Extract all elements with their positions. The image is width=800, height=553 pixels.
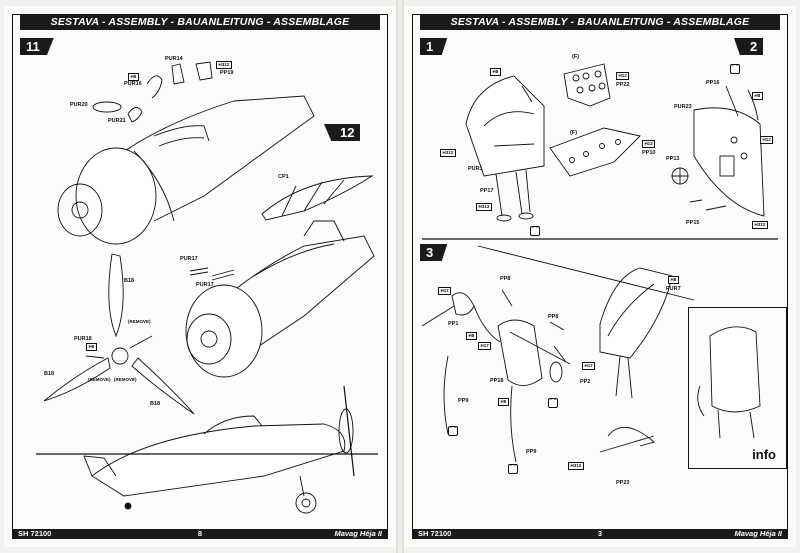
part-label: PUR20 (70, 102, 88, 108)
part-label: PP18 (490, 378, 504, 384)
model-name: Mavag Héja II (734, 529, 782, 538)
remove-note: (REMOVE) (128, 319, 151, 324)
glue-icon: ⌒ (548, 398, 558, 408)
part-code-box: H12 (642, 140, 656, 148)
page-footer: SH 72100 8 Mavag Héja II (12, 529, 388, 539)
part-code-box: H312 (216, 61, 232, 69)
part-code-box: H17 (478, 342, 492, 350)
glue-icon: ⌒ (448, 426, 458, 436)
step-number: 1 (420, 38, 448, 55)
step-number: 3 (420, 244, 448, 261)
part-code-box: H312 (752, 221, 768, 229)
part-label: PP19 (220, 70, 234, 76)
part-code-box: H12 (616, 72, 630, 80)
part-label: PP9 (526, 449, 537, 455)
part-label: PUR21 (108, 118, 126, 124)
glue-icon: ⌒ (508, 464, 518, 474)
page-header: SESTAVA - ASSEMBLY - BAUANLEITUNG - ASSE… (420, 14, 780, 30)
part-code-box: H313 (476, 203, 492, 211)
kit-code: SH 72100 (418, 529, 452, 538)
page-left: SESTAVA - ASSEMBLY - BAUANLEITUNG - ASSE… (4, 6, 396, 547)
part-code-box: H8 (668, 276, 679, 284)
part-label: PUR14 (165, 56, 183, 62)
glue-icon: ⌒ (530, 226, 540, 236)
assembly-drawing (421, 63, 778, 463)
info-label: info (752, 447, 776, 462)
page-number: 3 (597, 529, 603, 538)
part-label: B18 (44, 371, 55, 377)
page-number: 8 (197, 529, 203, 538)
part-label: PP10 (642, 150, 656, 156)
part-label: (F) (570, 130, 578, 136)
kit-code: SH 72100 (18, 529, 52, 538)
part-label: PP2 (580, 379, 591, 385)
part-label: PP22 (616, 82, 630, 88)
part-label: PUR17 (180, 256, 198, 262)
part-code-box: H8 (86, 343, 97, 351)
glue-icon: ⌒ (730, 64, 740, 74)
assembly-drawing (36, 61, 378, 514)
part-code-box: H17 (582, 362, 596, 370)
model-name: Mavag Héja II (334, 529, 382, 538)
part-code-box: H12 (760, 136, 774, 144)
part-code-box: H17 (438, 287, 452, 295)
info-box: info (688, 307, 787, 469)
part-code-box: H8 (490, 68, 501, 76)
part-label: PP9 (458, 398, 469, 404)
part-code-box: H8 (466, 332, 477, 340)
part-label: B18 (124, 278, 135, 284)
page-right: SESTAVA - ASSEMBLY - BAUANLEITUNG - ASSE… (404, 6, 796, 547)
part-code-box: H312 (440, 149, 456, 157)
remove-note: (REMOVE) (88, 377, 111, 382)
part-label: PUR1 (468, 166, 483, 172)
part-label: PP15 (686, 220, 700, 226)
page-gutter (396, 0, 404, 553)
part-label: PP13 (666, 156, 680, 162)
part-code-box: H8 (498, 398, 509, 406)
step-number: 11 (20, 38, 54, 55)
part-code-box: H8 (128, 73, 139, 81)
part-label: PP1 (448, 321, 459, 327)
part-label: PP17 (480, 188, 494, 194)
part-code-box: H8 (752, 92, 763, 100)
part-code-box: H312 (568, 462, 584, 470)
part-label: PUR17 (196, 282, 214, 288)
part-label: PUR7 (666, 286, 681, 292)
part-label: PP8 (548, 314, 559, 320)
part-label: (F) (572, 54, 580, 60)
part-label: PP16 (706, 80, 720, 86)
part-label: PUR16 (124, 81, 142, 87)
step-number: 12 (324, 124, 361, 141)
page-footer: SH 72100 3 Mavag Héja II (412, 529, 788, 539)
part-label: PUR23 (674, 104, 692, 110)
part-label: PP23 (616, 480, 630, 486)
part-label: CP1 (278, 174, 289, 180)
part-label: PP8 (500, 276, 511, 282)
part-label: B18 (150, 401, 161, 407)
remove-note: (REMOVE) (114, 377, 137, 382)
page-header: SESTAVA - ASSEMBLY - BAUANLEITUNG - ASSE… (20, 14, 380, 30)
part-label: PUR18 (74, 336, 92, 342)
step-number: 2 (734, 38, 764, 55)
